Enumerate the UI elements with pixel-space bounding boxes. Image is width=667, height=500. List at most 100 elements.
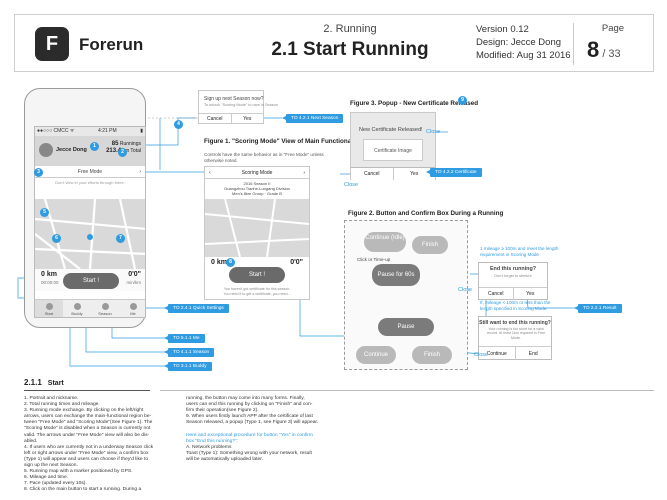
- note-line: abled.: [24, 438, 38, 444]
- pause-60s-button[interactable]: Pause for 60s: [372, 264, 420, 286]
- note-line: firm their operation(see Figure 2).: [186, 408, 259, 414]
- scoring-stat-distance: 0 km: [211, 259, 227, 266]
- note-line: 1. Portrait and nickname.: [24, 396, 79, 401]
- certificate-yes-button[interactable]: Yes: [410, 171, 419, 177]
- note-line: 5. Running map with a marker positioned …: [24, 469, 133, 475]
- end-yes-button[interactable]: Yes: [526, 291, 535, 297]
- scoring-stat-pace: 0'0": [290, 259, 303, 266]
- tag-me[interactable]: TO 5.1.1 Me: [164, 334, 205, 343]
- end-cancel-button[interactable]: Cancel: [479, 288, 514, 300]
- start-button[interactable]: Start !: [63, 273, 119, 289]
- note-line: 2. Total running times and mileage.: [24, 402, 100, 408]
- finish-bottom-button[interactable]: Finish: [412, 346, 452, 364]
- scoring-mode-switcher[interactable]: ‹ Scoring Mode ›: [205, 167, 309, 179]
- carrier-text: ●●○○○ CMCC ᯤ: [37, 128, 75, 134]
- notes-column-1: 1. Portrait and nickname. 2. Total runni…: [24, 396, 174, 494]
- note-line: Toast (Type 1): Something wrong with you…: [186, 450, 312, 456]
- page-label: Page: [601, 23, 625, 34]
- notes-rule-light: [160, 390, 654, 391]
- scoring-notes: You haven't got certificate for this sea…: [205, 287, 309, 297]
- scoring-note1: You haven't got certificate for this sea…: [223, 287, 291, 291]
- design-text: Design: Jecce Dong: [476, 37, 562, 48]
- season-info: 2016 Season II Guangzhou Tianhe-Luogang …: [205, 181, 309, 196]
- map-roads-graphic: [35, 198, 145, 270]
- note-line: (Type 1) will appear and users can choos…: [24, 456, 149, 462]
- tag-season[interactable]: TO 4.1.1 Season: [163, 348, 215, 357]
- scoring-start-button[interactable]: Start !: [229, 267, 285, 283]
- status-bar: ●●○○○ CMCC ᯤ 4:21 PM ▮: [35, 127, 145, 136]
- running-map[interactable]: [35, 198, 145, 270]
- note-line-highlight: Here and exceptional procedure for butto…: [186, 432, 313, 438]
- page-current: 8: [587, 37, 600, 62]
- note-line: 8. Click on the main button to start a r…: [24, 487, 142, 493]
- tab-buddy[interactable]: Buddy: [63, 300, 91, 317]
- mode-switcher[interactable]: ‹ Free Mode ›: [35, 166, 145, 178]
- note-line: Season released, a popup (Type 1, see Fi…: [186, 420, 319, 426]
- tag-next-season[interactable]: TO 4.2.1 Next Season: [281, 114, 344, 123]
- season-line3: Men's 8km Group · Grade B: [232, 191, 282, 196]
- version-text: Version 0.12: [476, 24, 529, 35]
- marker-2: 2: [118, 148, 127, 157]
- note-line: 3. Running mode exchange. By clicking on…: [24, 408, 144, 414]
- modified-text: Modified: Aug 31 2016: [476, 50, 571, 61]
- distance-total: 213.4: [106, 148, 122, 154]
- runs-count: 85: [111, 141, 119, 147]
- short-end-button[interactable]: End: [528, 351, 538, 357]
- page-number: 8 / 33: [587, 37, 657, 63]
- mode-right-arrow-icon[interactable]: ›: [139, 169, 141, 175]
- scoring-mode-label: Scoring Mode: [241, 170, 273, 176]
- certificate-image: Certificate Image: [363, 139, 423, 161]
- tab-season[interactable]: Season: [91, 300, 119, 317]
- tab-bar: Start Buddy Season Me: [35, 299, 145, 317]
- note-line: arrows, users can exchange the main-func…: [24, 414, 152, 420]
- section-title: 2.1 Start Running: [271, 39, 429, 60]
- figure1-subtitle: Controls have the same behavior as in "F…: [204, 152, 324, 163]
- tag-buddy[interactable]: TO 3.1.1 Buddy: [164, 362, 212, 371]
- scoring-map[interactable]: [204, 198, 310, 258]
- short-continue-button[interactable]: Continue: [479, 347, 516, 360]
- certificate-popup: New Certificate Released! Certificate Im…: [350, 112, 436, 180]
- short-running-question: Still want to end this running?: [479, 320, 551, 326]
- condition-1-text: 1 mileage ≥ 100m and meet the length req…: [480, 246, 559, 257]
- marker-9: 9: [458, 96, 467, 105]
- condition-2-text: If, mileage < 100m or less than the leng…: [480, 300, 551, 311]
- popup-cancel-button[interactable]: Cancel: [199, 114, 232, 124]
- scoring-right-arrow-icon[interactable]: ›: [303, 170, 305, 176]
- app-name: Forerun: [79, 35, 144, 54]
- click-or-timeup-label: Click or Time-up: [357, 257, 391, 262]
- short-running-subtext: Your running is too short for a valid re…: [486, 327, 546, 340]
- stat-time: 00:00:00: [41, 280, 59, 285]
- continue-idle-button[interactable]: Continue (Idle): [364, 232, 406, 252]
- gps-marker-icon: [87, 234, 93, 240]
- note-line: "Scoring Mode" is disabled when a Season…: [24, 426, 151, 432]
- continue-bottom-button[interactable]: Continue: [356, 346, 396, 364]
- popup-yes-button[interactable]: Yes: [243, 116, 252, 122]
- certificate-close-label: Close: [426, 129, 441, 135]
- pause-button[interactable]: Pause: [378, 318, 434, 336]
- tab-me[interactable]: Me: [119, 300, 145, 317]
- note-line: left or right arrows under "Free Mode" v…: [24, 450, 149, 456]
- note-line: users can end this running by clicking o…: [186, 402, 313, 408]
- avatar[interactable]: [39, 143, 53, 157]
- notes-section-name: Start: [47, 380, 64, 387]
- tag-result[interactable]: TO 2.2.1 Result: [574, 304, 622, 313]
- tag-quick-settings[interactable]: TO 2.4.1 Quick Settings: [164, 304, 229, 313]
- tag-certificate[interactable]: TO 4.2.2 Certificate: [426, 168, 482, 177]
- profile-bar[interactable]: Jecce Dong 85 Runnings 213.4 km Total: [35, 136, 145, 166]
- forerun-logo: F: [35, 27, 69, 61]
- mode-note: Don't view in your efforts through there…: [55, 180, 125, 185]
- finish-top-button[interactable]: Finish: [412, 236, 448, 254]
- marker-5: 5: [40, 208, 49, 217]
- note-line: will be automatically uploaded later.: [186, 456, 263, 462]
- user-name: Jecce Dong: [56, 147, 87, 153]
- tab-start[interactable]: Start: [35, 300, 63, 317]
- stat-distance: 0 km: [41, 271, 57, 278]
- end-running-subtext: Don't forget to stretch!: [494, 274, 532, 278]
- scoring-left-arrow-icon[interactable]: ‹: [209, 170, 211, 176]
- certificate-question: New Certificate Released!: [359, 127, 423, 133]
- scoring-map-roads-graphic: [204, 198, 310, 258]
- popup-subtitle: To unlock "Scoring Mode" to race in Seas…: [204, 103, 278, 107]
- short-close-label: Close: [474, 352, 489, 358]
- certificate-cancel-button[interactable]: Cancel: [351, 168, 394, 180]
